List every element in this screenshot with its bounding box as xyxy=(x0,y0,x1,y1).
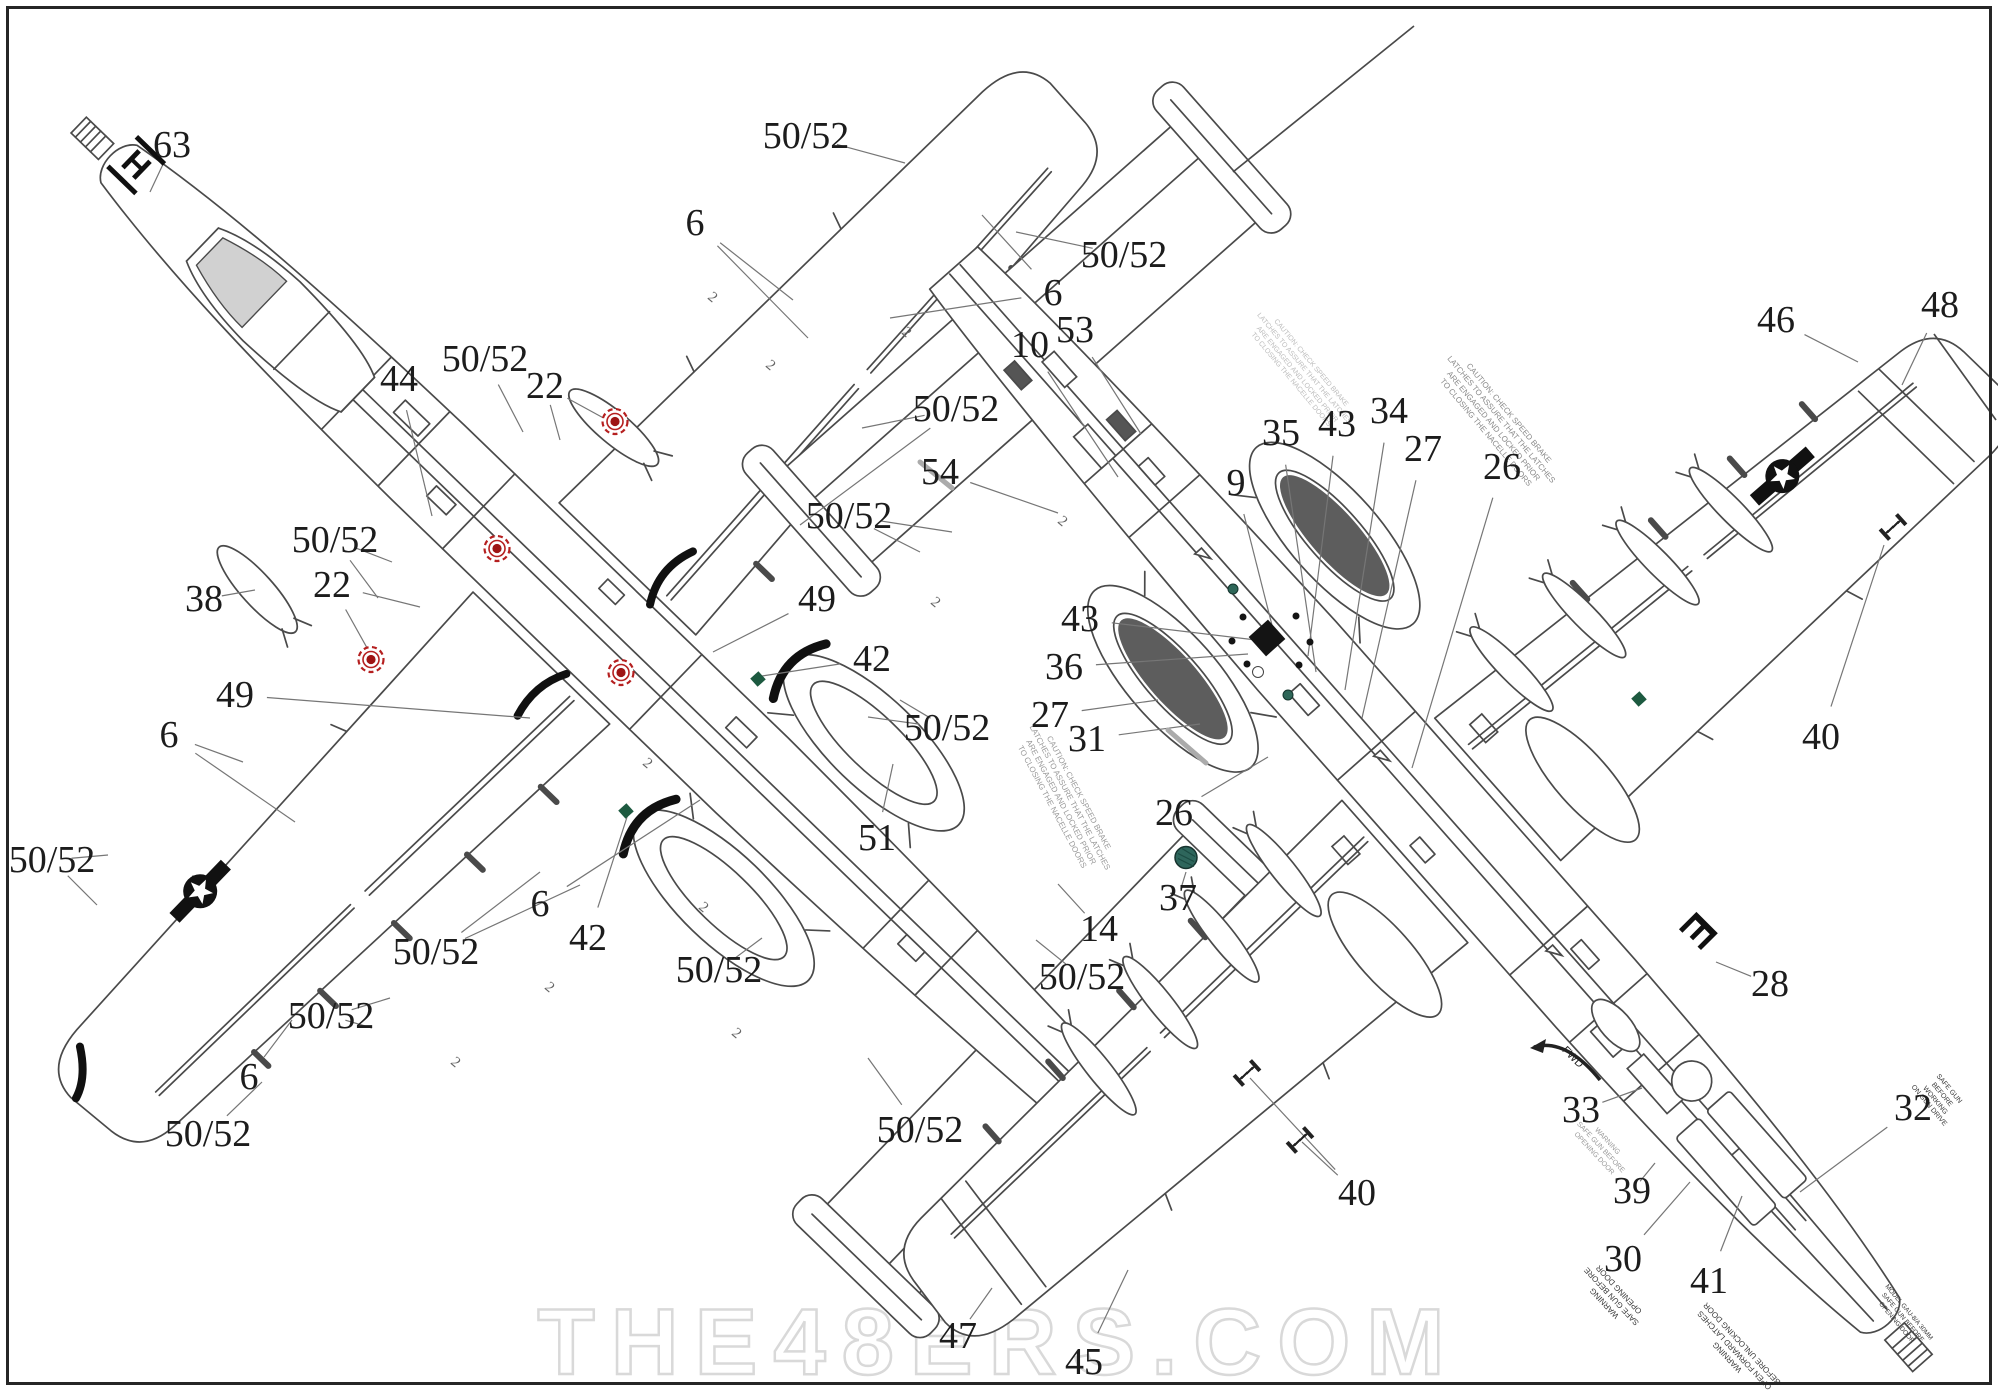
callout-label: 50/52 xyxy=(675,949,763,991)
callout-label: 42 xyxy=(569,917,607,959)
callout-label: 22 xyxy=(526,365,564,407)
aircraft-top-view xyxy=(0,0,1614,1391)
callout-label: 35 xyxy=(1262,412,1300,454)
black-dot-decal xyxy=(1243,660,1251,668)
callout-label: 50/52 xyxy=(392,931,480,973)
callout-label: 40 xyxy=(1802,716,1840,758)
callout-label: 26 xyxy=(1483,446,1521,488)
nose-gear-door xyxy=(1676,1118,1777,1226)
callout-label: 27 xyxy=(1404,428,1442,470)
callout-label: 28 xyxy=(1751,963,1789,1005)
quantity-mark: 2 xyxy=(639,755,656,773)
callout-label: 6 xyxy=(239,1056,259,1098)
callout-label: 40 xyxy=(1338,1172,1376,1214)
black-dot-decal xyxy=(1239,613,1247,621)
callout-label: 43 xyxy=(1318,403,1356,445)
star-insignia-decal xyxy=(1741,437,1827,519)
quantity-mark: 2 xyxy=(728,1025,745,1043)
callout-label: 46 xyxy=(1757,299,1795,341)
callout-label: 31 xyxy=(1068,718,1106,760)
callout-label: 48 xyxy=(1921,284,1959,326)
callout-label: 6 xyxy=(159,714,179,756)
callout-label: 50/52 xyxy=(8,839,96,881)
main-gear-pod xyxy=(1327,891,1443,1018)
callout-label: 22 xyxy=(313,564,351,606)
callout-label: 43 xyxy=(1061,598,1099,640)
star-insignia-decal xyxy=(160,851,244,936)
callout-label: 50/52 xyxy=(287,995,375,1037)
roundel-decal xyxy=(355,644,387,681)
callout-label: 9 xyxy=(1226,462,1246,504)
callout-label: 50/52 xyxy=(805,495,893,537)
callout-label: 38 xyxy=(185,578,223,620)
aircraft-bottom-view xyxy=(426,0,1998,1391)
quantity-mark: 2 xyxy=(927,594,944,612)
quantity-mark: 2 xyxy=(695,899,712,917)
callout-label: 30 xyxy=(1604,1238,1642,1280)
callout-label: 32 xyxy=(1894,1087,1932,1129)
black-dot-decal xyxy=(1306,638,1314,646)
quantity-mark: 2 xyxy=(898,324,915,342)
callout-label: 36 xyxy=(1045,646,1083,688)
callout-label: 44 xyxy=(380,358,418,400)
teal-dot-decal xyxy=(1227,583,1239,595)
black-dot-decal xyxy=(1292,612,1300,620)
callout-label: 39 xyxy=(1613,1170,1651,1212)
teal-circle-decal xyxy=(1173,845,1199,876)
callout-label: 50/52 xyxy=(876,1109,964,1151)
callout-label: 26 xyxy=(1155,792,1193,834)
callout-label: 6 xyxy=(685,202,705,244)
callout-label: 50/52 xyxy=(1038,956,1126,998)
callout-label: 6 xyxy=(530,883,550,925)
quantity-mark: 2 xyxy=(762,357,779,375)
ring-decal xyxy=(1252,666,1264,678)
callout-label: 47 xyxy=(939,1315,977,1357)
quantity-mark: 2 xyxy=(541,979,558,997)
callout-label: 41 xyxy=(1690,1260,1728,1302)
callout-label: 63 xyxy=(153,124,191,166)
callout-label: 53 xyxy=(1056,309,1094,351)
callout-label: 50/52 xyxy=(164,1113,252,1155)
callout-label: 37 xyxy=(1159,877,1197,919)
callout-label: 54 xyxy=(921,451,959,493)
roundel-decal xyxy=(605,657,637,694)
callout-label: 42 xyxy=(853,638,891,680)
roundel-decal xyxy=(481,533,513,570)
callout-label: 49 xyxy=(798,578,836,620)
callout-label: 45 xyxy=(1065,1341,1103,1383)
callout-label: 49 xyxy=(216,674,254,716)
callout-label: 50/52 xyxy=(1080,234,1168,276)
callout-label: 50/52 xyxy=(291,519,379,561)
teal-dot-decal xyxy=(1282,689,1294,701)
callout-label: 50/52 xyxy=(912,388,1000,430)
quantity-mark: 2 xyxy=(704,289,721,307)
callout-label: 34 xyxy=(1370,390,1408,432)
callout-label: 50/52 xyxy=(441,338,529,380)
callout-label: 50/52 xyxy=(762,115,850,157)
quantity-mark: 2 xyxy=(447,1054,464,1072)
callout-label: 27 xyxy=(1031,694,1069,736)
callout-label: 10 xyxy=(1011,324,1049,366)
callout-label: 50/52 xyxy=(903,707,991,749)
roundel-decal xyxy=(599,406,631,443)
black-dot-decal xyxy=(1295,661,1303,669)
black-dot-decal xyxy=(1228,637,1236,645)
callout-label: 51 xyxy=(858,817,896,859)
callout-label: 6 xyxy=(1043,272,1063,314)
quantity-mark: 2 xyxy=(1054,513,1071,531)
callout-label: 33 xyxy=(1562,1089,1600,1131)
callout-label: 14 xyxy=(1080,908,1118,950)
